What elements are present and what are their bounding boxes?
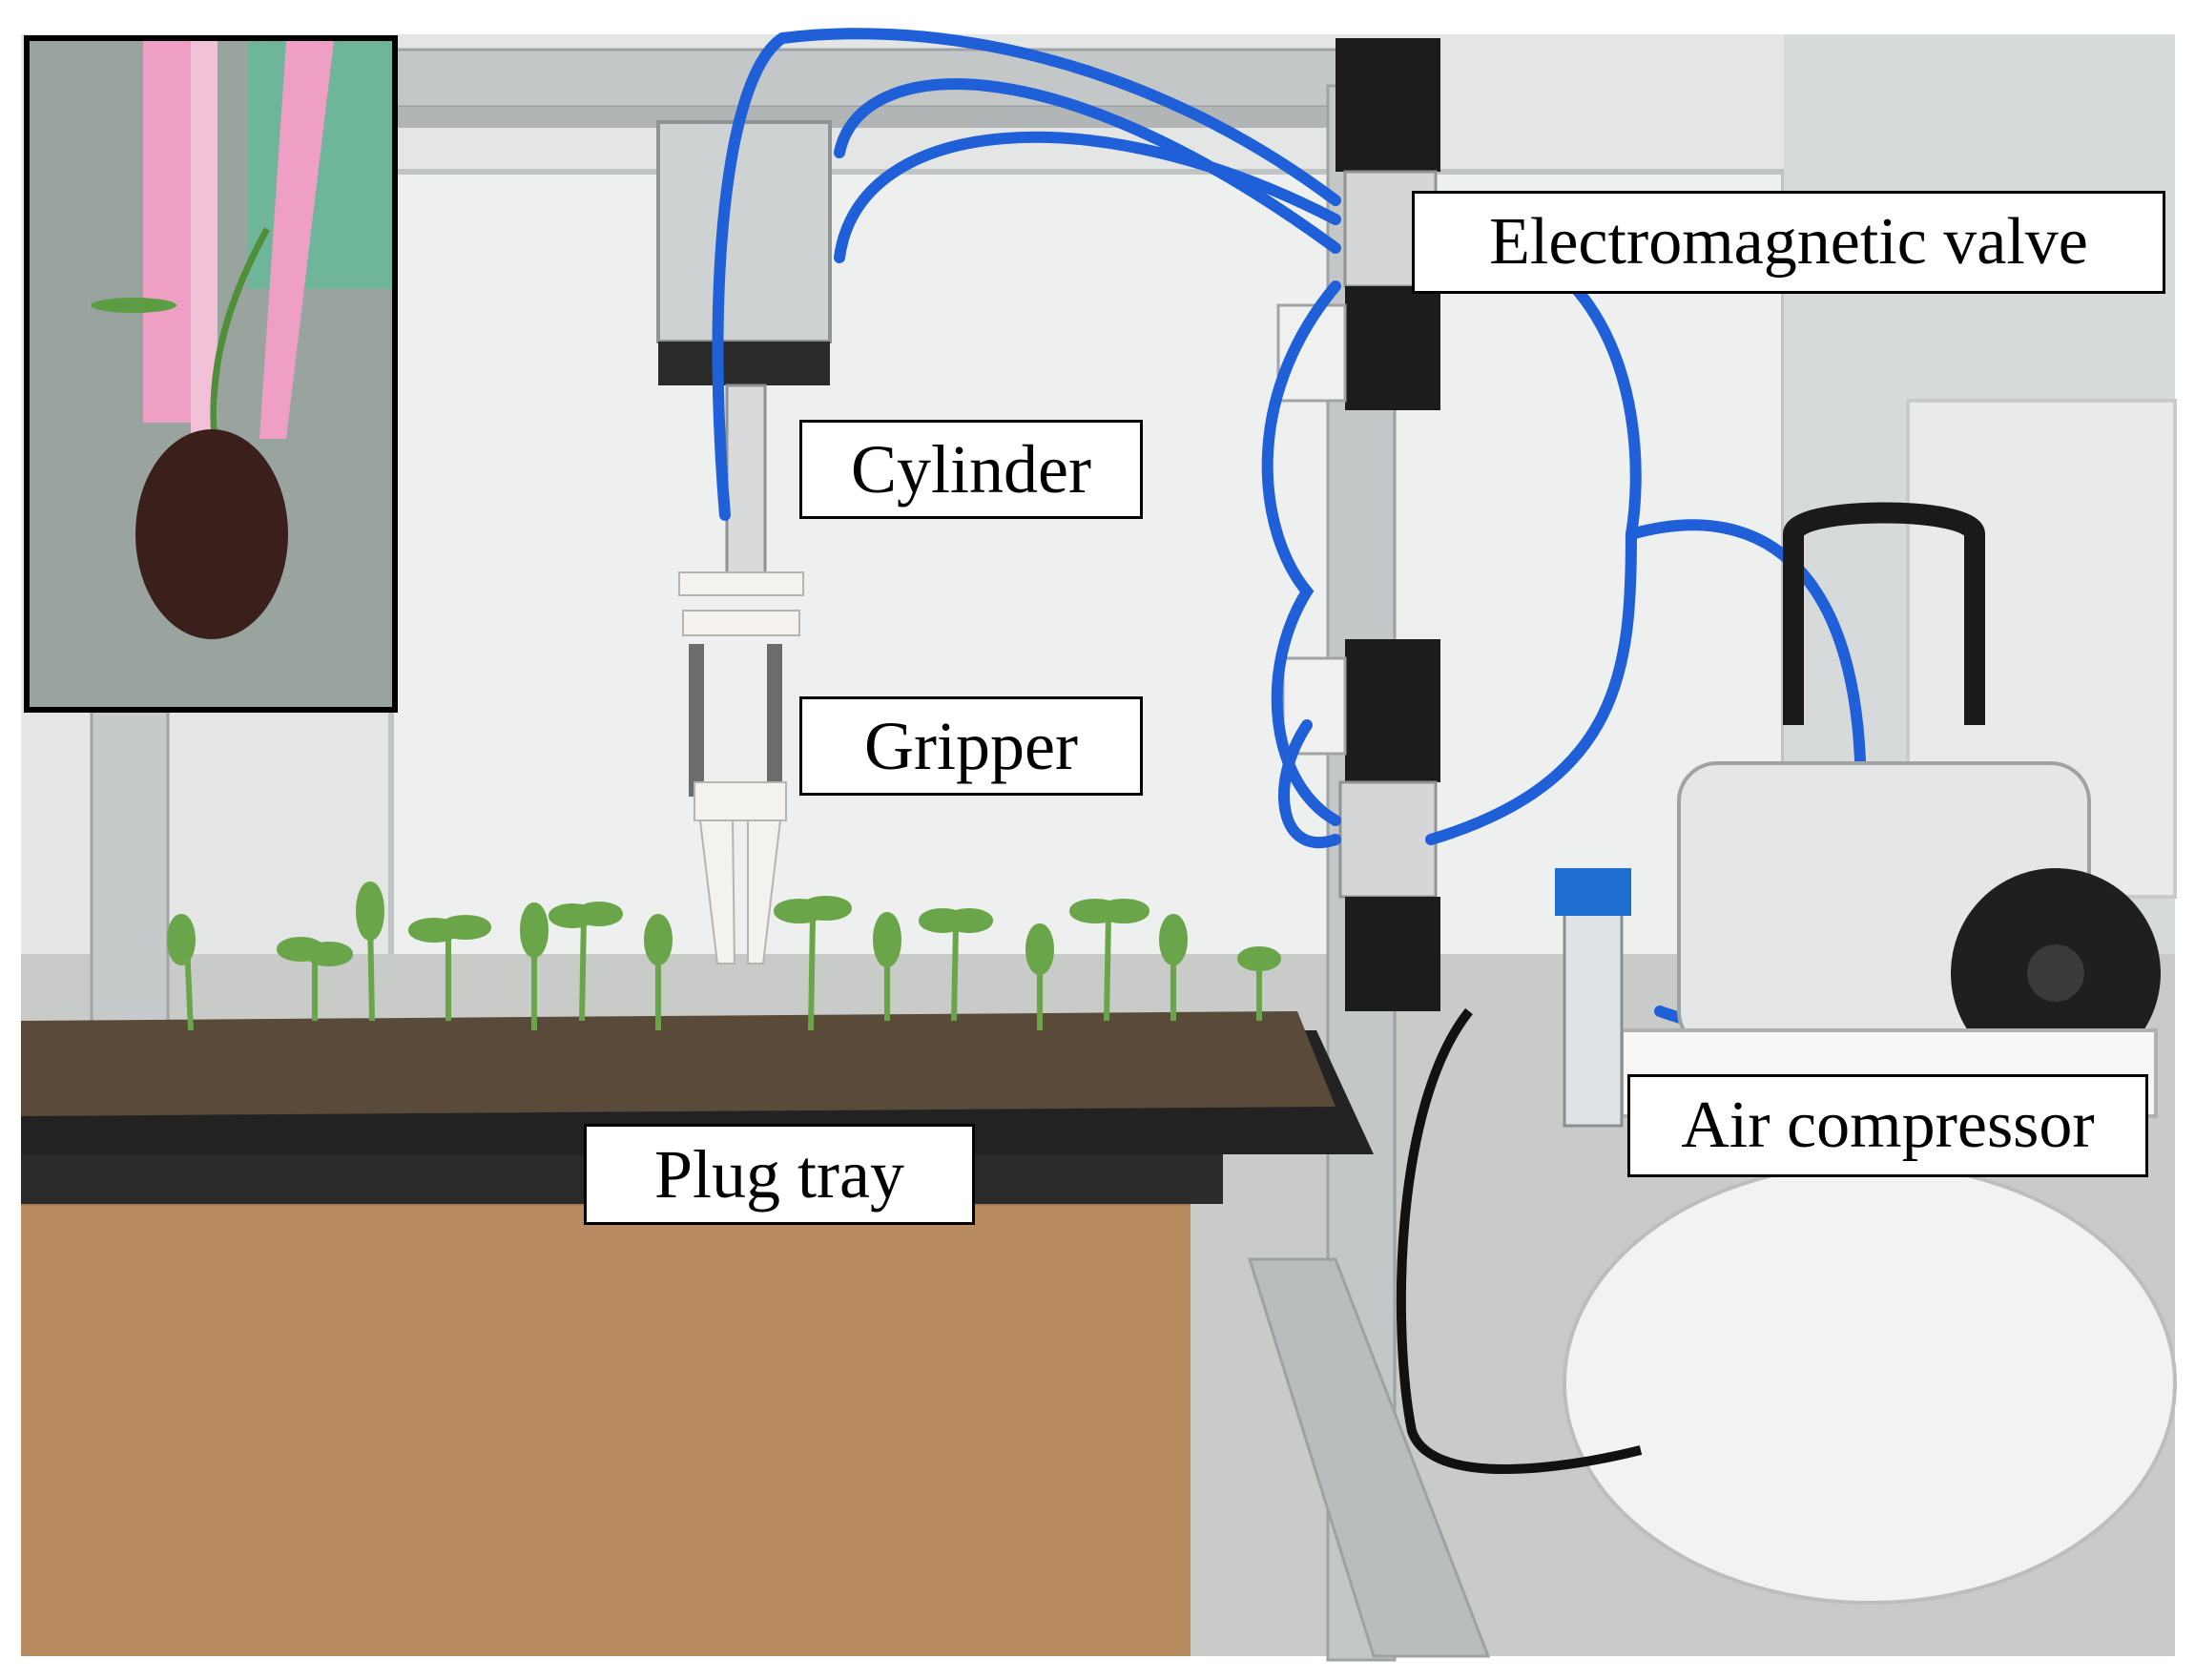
- label-gripper: Gripper: [799, 696, 1143, 796]
- label-plug-tray: Plug tray: [584, 1124, 975, 1225]
- compressor-fan-hub: [2027, 944, 2084, 1002]
- valve-upper-coil-2: [1345, 286, 1440, 410]
- gripper-finger-left: [698, 819, 736, 964]
- cylinder-block: [656, 120, 832, 343]
- inset-finger-left: [143, 41, 195, 423]
- inset-seedling-stem: [210, 227, 271, 440]
- plug-tray-soil: [21, 1011, 1336, 1116]
- pressure-regulator: [1563, 876, 1624, 1128]
- valve-lower-coil-2: [1345, 897, 1440, 1011]
- gantry-top-beam: [389, 48, 1347, 109]
- compressor-handle: [1783, 502, 1985, 725]
- gripper-plate-mid: [682, 610, 800, 636]
- inset-photo: [24, 35, 398, 713]
- label-cylinder: Cylinder: [799, 420, 1143, 519]
- gripper-body: [694, 781, 787, 821]
- gripper-spring-right: [767, 644, 782, 797]
- inset-soil-plug: [135, 429, 288, 639]
- label-air-compressor: Air compressor: [1627, 1074, 2148, 1177]
- seedlings: [167, 881, 1281, 1031]
- valve-lower-coil: [1345, 639, 1440, 782]
- valve-lower-body: [1338, 780, 1438, 899]
- power-cable: [1396, 1007, 1643, 1474]
- gripper-plate-top: [678, 571, 804, 596]
- cylinder-base: [658, 342, 830, 385]
- cardboard-box: [21, 1200, 1191, 1656]
- gripper-finger-right: [747, 819, 782, 964]
- frame-floor-rail: [1247, 1257, 1491, 1658]
- gripper-spring-left: [689, 644, 704, 797]
- valve-upper-coil: [1336, 38, 1440, 172]
- label-electromagnetic-valve: Electromagnetic valve: [1412, 191, 2165, 294]
- inset-finger-right: [259, 41, 334, 439]
- cylinder-rod: [725, 384, 767, 578]
- whiteboard: [388, 169, 1787, 995]
- inset-seedling-leaf: [91, 298, 176, 313]
- compressor-tank: [1563, 1162, 2177, 1605]
- regulator-knob: [1555, 868, 1631, 916]
